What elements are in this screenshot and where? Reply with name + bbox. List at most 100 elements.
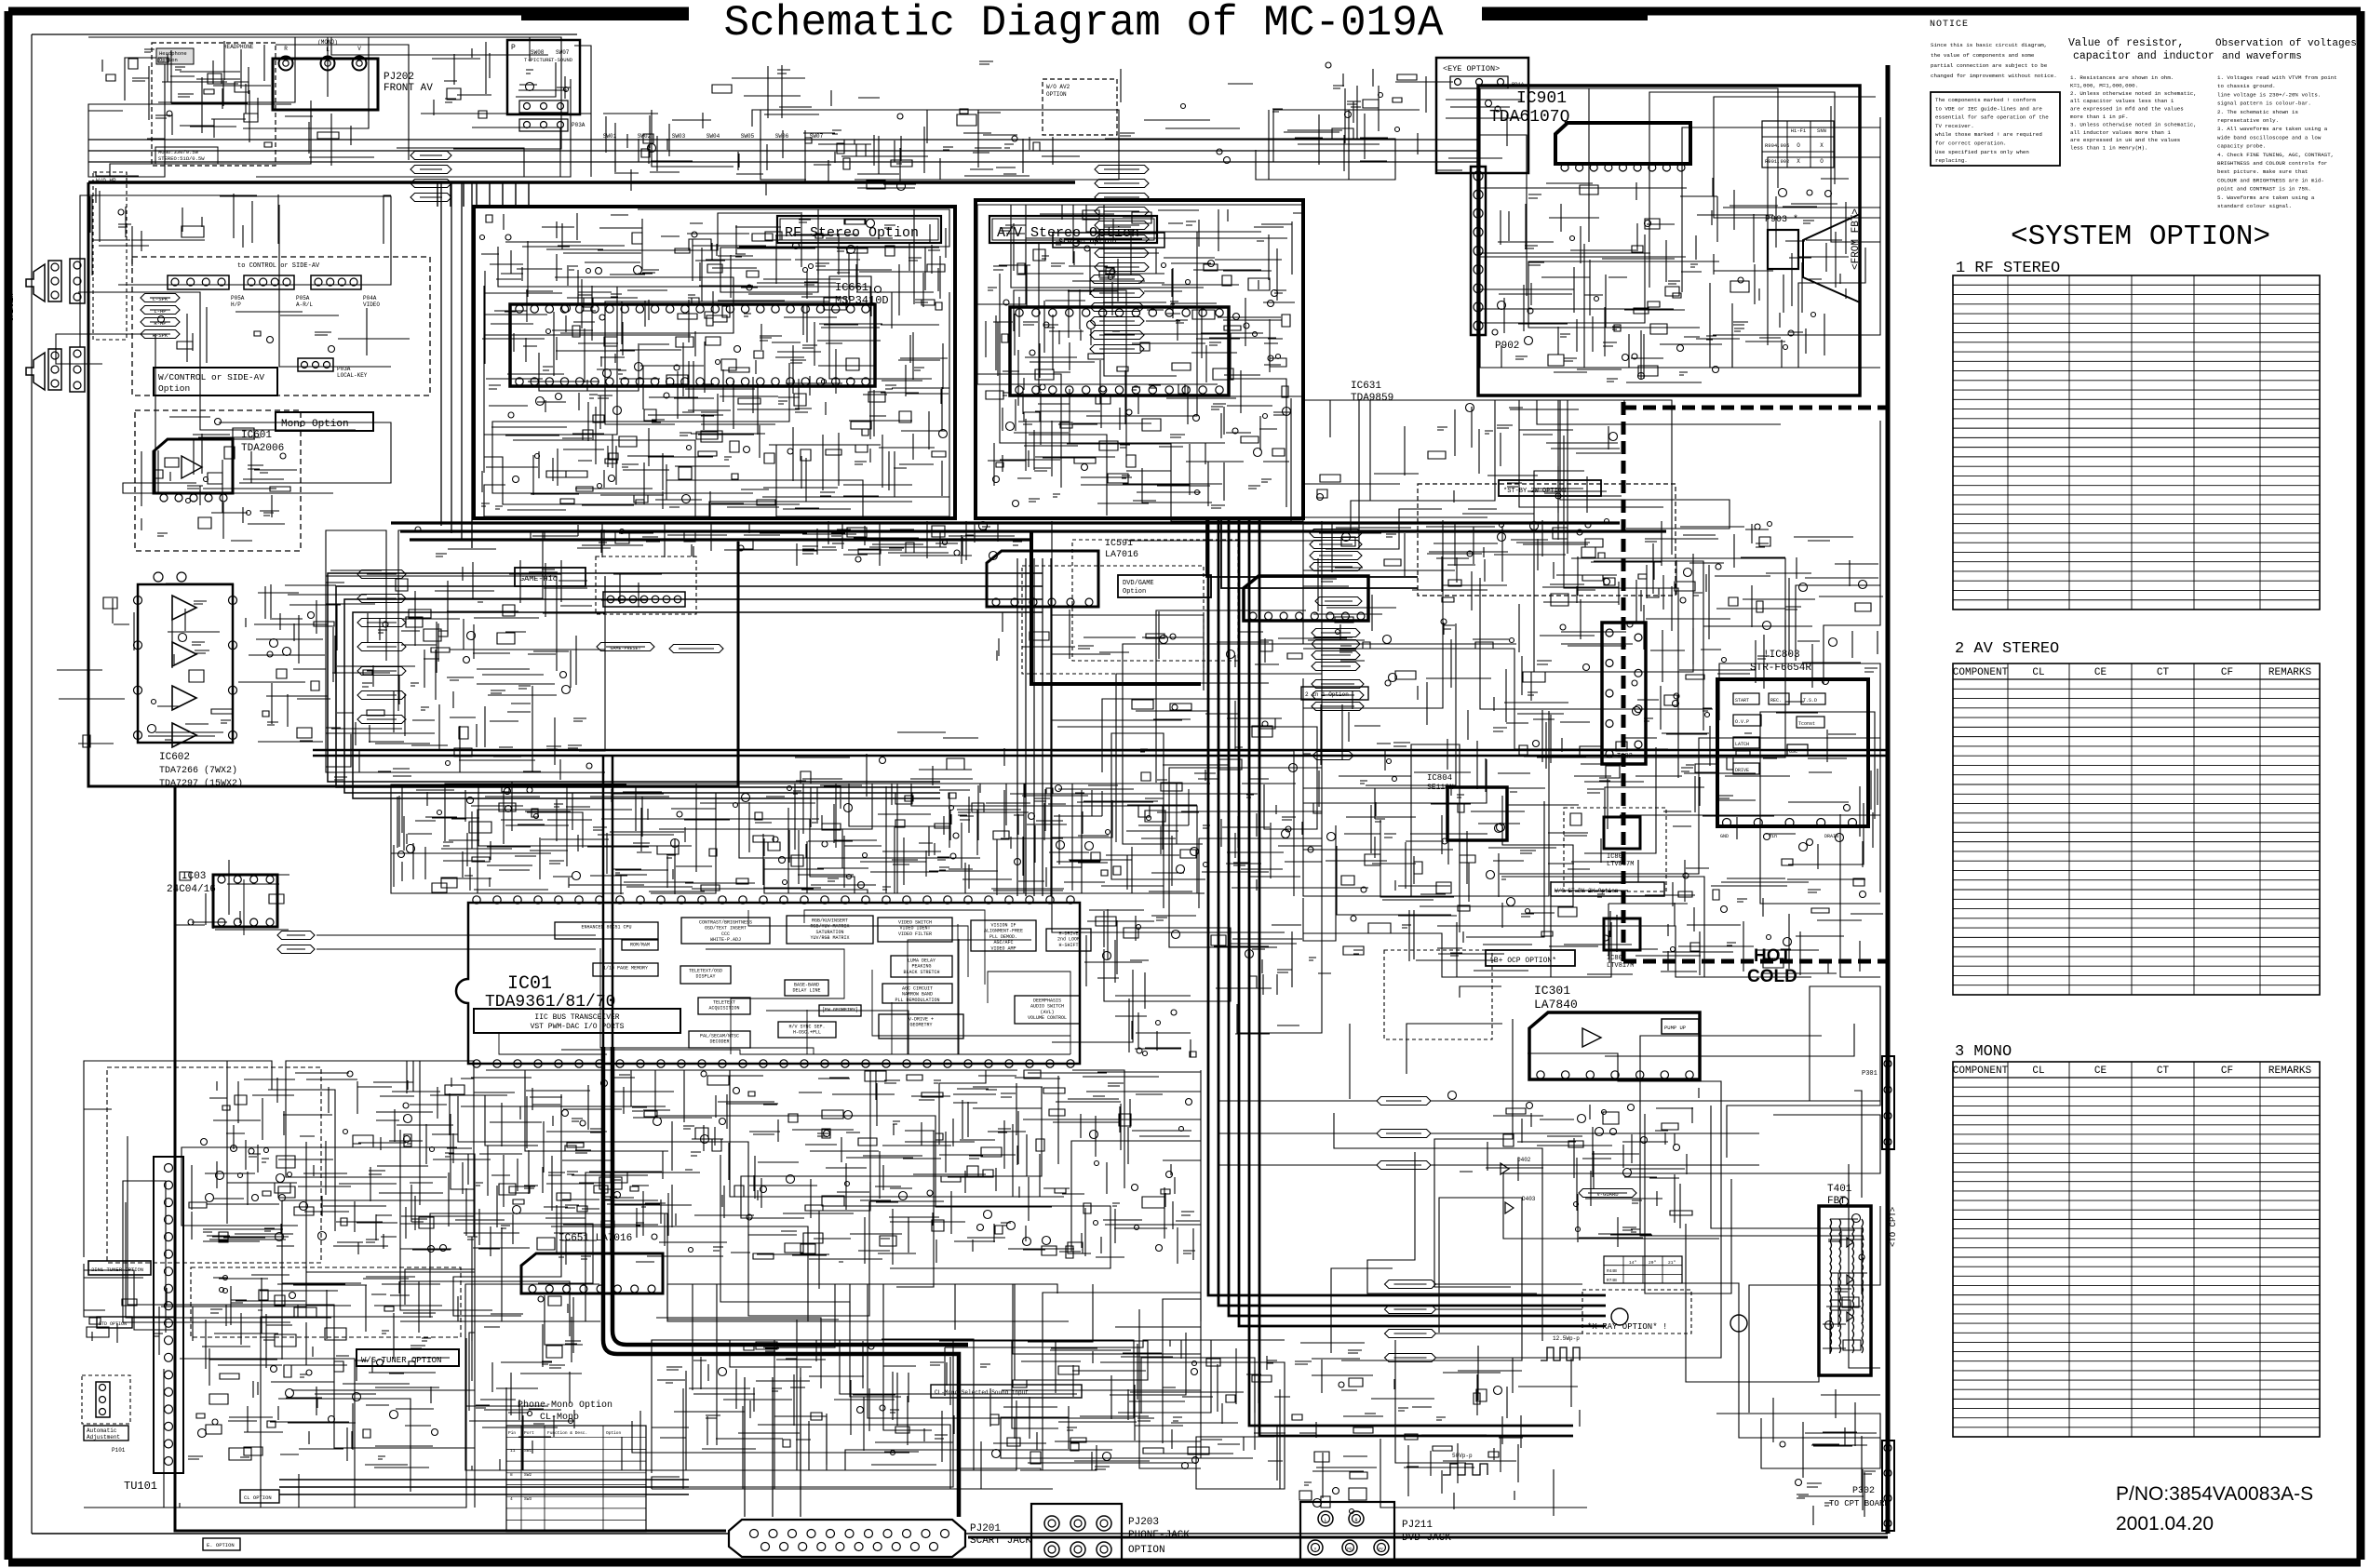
svg-text:CONTRAST/BRIGHTNESS: CONTRAST/BRIGHTNESS [699,920,752,926]
svg-text:PLL DEMODULATION: PLL DEMODULATION [895,998,939,1003]
svg-text:ENHANCED 80C51 CPU: ENHANCED 80C51 CPU [581,925,631,931]
svg-text:W/O ST-BY 2W Option: W/O ST-BY 2W Option [1555,888,1619,894]
svg-text:P301: P301 [1862,1070,1878,1078]
svg-text:W/O AV2: W/O AV2 [1046,84,1070,90]
svg-text:REC.: REC. [1770,698,1782,704]
svg-text:LOCAL-KEY: LOCAL-KEY [337,372,368,379]
svg-text:CE: CE [2094,667,2107,678]
svg-text:COMPONENT: COMPONENT [1953,667,2009,678]
svg-text:Option: Option [1123,588,1146,596]
svg-text:R44B: R44B [1607,1268,1617,1274]
svg-text:NOTICE: NOTICE [1930,20,1969,30]
svg-text:<FROM FBT>: <FROM FBT> [1851,208,1862,270]
svg-text:GEOMETRY: GEOMETRY [909,1023,932,1028]
svg-text:3. All waveforms are taken usi: 3. All waveforms are taken using a [2217,126,2328,132]
svg-text:TU101: TU101 [124,1480,157,1493]
svg-text:<SYSTEM OPTION>: <SYSTEM OPTION> [2011,221,2270,253]
svg-text:Mono Option: Mono Option [281,419,349,430]
svg-text:D403: D403 [1522,1196,1536,1202]
svg-text:Since this is basic circuit di: Since this is basic circuit diagram, [1931,42,2047,48]
svg-text:Tconst: Tconst [1798,721,1815,727]
svg-text:SW03: SW03 [672,133,686,140]
svg-text:FRONT AV: FRONT AV [384,83,433,94]
svg-text:PEAKING: PEAKING [911,964,931,970]
svg-text:IC631: IC631 [1351,381,1381,392]
svg-text:P04A: P04A [363,295,377,302]
svg-text:Function & Desc.: Function & Desc. [547,1430,587,1436]
svg-text:MONO:330/0.5W: MONO:330/0.5W [158,149,199,155]
svg-text:PHONE-JACK: PHONE-JACK [1128,1530,1190,1541]
svg-text:DEEMPHASIS: DEEMPHASIS [1033,998,1061,1004]
svg-text:for correct operation.: for correct operation. [1935,141,2007,147]
svg-text:R74B: R74B [1607,1278,1617,1283]
svg-text:2nd LOOP: 2nd LOOP [1057,937,1080,943]
svg-text:Value of resistor,: Value of resistor, [2068,37,2184,49]
svg-text:ACQUISITION: ACQUISITION [708,1006,739,1012]
svg-text:21": 21" [1668,1260,1676,1266]
svg-text:GAME-PRESET: GAME-PRESET [610,646,640,651]
svg-text:IC601: IC601 [241,430,272,441]
svg-text:Schematic Diagram of MC-019A: Schematic Diagram of MC-019A [724,0,1444,47]
svg-text:replacing.: replacing. [1935,157,1968,164]
svg-text:<TO CPT>: <TO CPT> [1889,1207,1898,1247]
svg-text:V-DRIVE +: V-DRIVE + [909,1017,934,1023]
svg-text:T401: T401 [1827,1184,1852,1195]
svg-text:DRAIN: DRAIN [1824,834,1838,839]
svg-text:SW2: SW2 [524,1472,532,1478]
svg-text:BRIGHTNESS and COLOUR controls: BRIGHTNESS and COLOUR controls for [2217,160,2327,167]
svg-text:4: 4 [510,1496,513,1502]
svg-text:IIC BUS TRANSCEIVER: IIC BUS TRANSCEIVER [534,1013,619,1022]
svg-text:PAL/SECAM/NTSC: PAL/SECAM/NTSC [700,1034,739,1039]
svg-text:W/S-TUNER OPTION: W/S-TUNER OPTION [361,1356,441,1365]
svg-text:IC03: IC03 [182,871,206,882]
svg-text:SW07: SW07 [810,133,824,140]
svg-text:LTV817M: LTV817M [1607,861,1634,868]
svg-text:capacitor and inductor: capacitor and inductor [2073,50,2214,62]
svg-text:point and CONTRAST is in 75%.: point and CONTRAST is in 75%. [2217,186,2311,193]
svg-text:PLL DEMOD.: PLL DEMOD. [989,934,1017,940]
svg-text:T-SOUND: T-SOUND [551,57,573,63]
svg-text:Option: Option [158,383,190,394]
svg-text:OSC: OSC [1789,749,1797,755]
svg-text:SW1: SW1 [524,1448,532,1454]
svg-text:IC804: IC804 [1427,773,1452,783]
svg-text:START: START [1735,698,1749,704]
svg-text:LTV817M: LTV817M [1607,962,1634,970]
svg-text:IC661: IC661 [835,281,868,294]
svg-text:Phone-Mono Option: Phone-Mono Option [518,1400,612,1411]
svg-text:LA7016: LA7016 [1105,550,1138,560]
svg-text:2 in 1 Option: 2 in 1 Option [1305,691,1349,698]
svg-text:LATCH: LATCH [1735,742,1749,747]
svg-text:VIDEO IDENT: VIDEO IDENT [899,926,930,931]
svg-text:ROM/RAM: ROM/RAM [630,943,650,948]
svg-text:signal pattern is colour-bar.: signal pattern is colour-bar. [2217,101,2311,107]
svg-text:X: X [1820,142,1824,149]
svg-text:T802: T802 [1617,753,1633,760]
svg-text:P: P [511,44,516,52]
svg-text:the value of components and so: the value of components and some [1931,52,2035,59]
svg-text:to chassis ground.: to chassis ground. [2217,83,2276,89]
svg-text:L-HP: L-HP [154,308,166,315]
svg-text:CL OPTION: CL OPTION [244,1494,272,1501]
svg-text:*B+ OCP OPTION*: *B+ OCP OPTION* [1489,957,1556,965]
svg-text:Port: Port [524,1430,534,1436]
svg-text:CE: CE [2094,1065,2107,1077]
svg-text:R904,905: R904,905 [1765,142,1789,149]
svg-text:T.S.D: T.S.D [1803,698,1817,704]
svg-text:AGC CIRCUIT: AGC CIRCUIT [902,986,933,992]
svg-text:PJ201: PJ201 [970,1523,1001,1534]
svg-text:P03A: P03A [572,122,586,128]
svg-text:PJ211: PJ211 [1402,1520,1433,1531]
svg-text:TV receiver.: TV receiver. [1935,123,1974,129]
svg-text:R: R [284,46,288,52]
svg-text:WHITE-P.ADJ: WHITE-P.ADJ [710,937,741,943]
svg-text:are expressed in uH and the va: are expressed in uH and the values [2070,137,2180,143]
svg-text:BLACK STRETCH: BLACK STRETCH [903,970,939,975]
svg-text:IC801: IC801 [1607,955,1626,962]
svg-text:PUMP UP: PUMP UP [1664,1025,1686,1031]
svg-text:*X-RAY OPTION* !: *X-RAY OPTION* ! [1587,1322,1667,1332]
svg-text:to CONTROL or SIDE-AV: to CONTROL or SIDE-AV [237,262,320,270]
svg-text:DRIVE: DRIVE [1735,768,1749,773]
svg-text:P05A: P05A [296,295,310,302]
svg-text:Observation of voltages: Observation of voltages [2215,38,2357,49]
